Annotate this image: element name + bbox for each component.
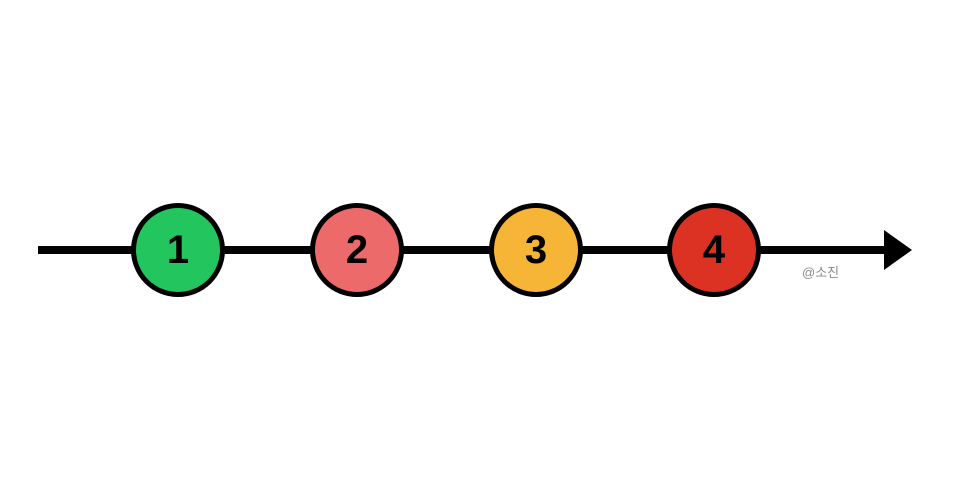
node-label: 2: [346, 228, 368, 272]
node-circle[interactable]: [131, 203, 225, 297]
node-label: 1: [167, 228, 189, 272]
node-circle[interactable]: [667, 203, 761, 297]
timeline-node-3[interactable]: 3: [489, 203, 583, 297]
node-label: 3: [525, 228, 547, 272]
node-circle[interactable]: [310, 203, 404, 297]
node-circle[interactable]: [489, 203, 583, 297]
timeline-node-1[interactable]: 1: [131, 203, 225, 297]
node-label: 4: [703, 228, 726, 272]
timeline-node-2[interactable]: 2: [310, 203, 404, 297]
arrowhead-icon: [884, 230, 912, 270]
timeline-node-4[interactable]: 4: [667, 203, 761, 297]
watermark-label: @소진: [802, 265, 839, 280]
